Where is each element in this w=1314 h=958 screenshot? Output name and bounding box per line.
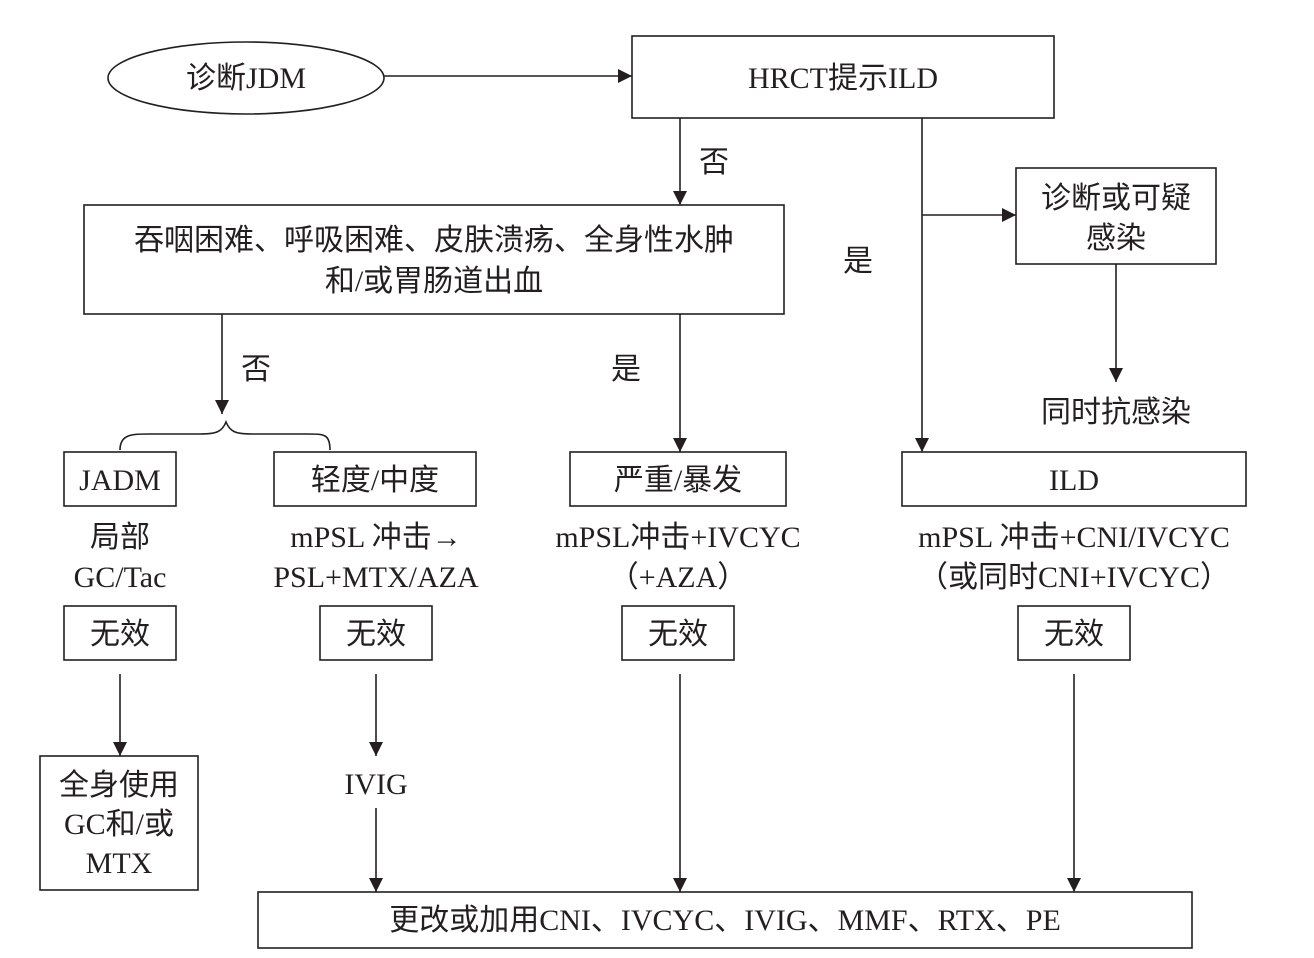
systemic-line-2: GC和/或 xyxy=(64,808,174,841)
mild-node: 轻度/中度 xyxy=(273,451,477,507)
infection-line-2: 感染 xyxy=(1086,222,1146,255)
jadm-label: JADM xyxy=(79,464,161,497)
symptoms-line-2: 和/或胃肠道出血 xyxy=(325,265,543,298)
jadm-treatment-line-1: 局部 xyxy=(90,521,150,554)
systemic-line-1: 全身使用 xyxy=(59,769,179,802)
final-node: 更改或加用CNI、IVCYC、IVIG、MMF、RTX、PE xyxy=(257,891,1193,949)
infection-line-1: 诊断或可疑 xyxy=(1041,182,1191,215)
connectors xyxy=(113,69,1123,892)
systemic-node: 全身使用 GC和/或 MTX xyxy=(39,755,199,891)
jadm-node: JADM xyxy=(63,451,177,507)
mild-treatment-line-2: PSL+MTX/AZA xyxy=(273,561,479,594)
jadm-ineffective-node: 无效 xyxy=(63,605,177,661)
severe-treatment-line-2: （+AZA） xyxy=(609,561,748,594)
severe-treatment-line-1: mPSL冲击+IVCYC xyxy=(555,521,800,554)
mild-label: 轻度/中度 xyxy=(311,464,439,497)
ild-label: ILD xyxy=(1049,464,1099,497)
edge-label-hrct-no: 否 xyxy=(699,146,729,179)
ild-treatment-line-2: （或同时CNI+IVCYC） xyxy=(918,561,1230,594)
edge-label-symptoms-yes: 是 xyxy=(611,353,641,386)
ild-treatment-line-1: mPSL 冲击+CNI/IVCYC xyxy=(918,521,1230,554)
severe-ineffective-label: 无效 xyxy=(648,618,708,651)
edge-label-symptoms-no: 否 xyxy=(241,353,271,386)
ivig-text: IVIG xyxy=(344,768,407,801)
systemic-line-3: MTX xyxy=(86,847,153,880)
jadm-ineffective-label: 无效 xyxy=(90,618,150,651)
brace-jadm-mild xyxy=(119,419,331,451)
ild-ineffective-label: 无效 xyxy=(1044,618,1104,651)
mild-ineffective-node: 无效 xyxy=(319,605,433,661)
jadm-treatment-line-2: GC/Tac xyxy=(74,561,167,594)
hrct-label: HRCT提示ILD xyxy=(748,62,938,95)
severe-node: 严重/暴发 xyxy=(569,451,787,507)
symptoms-node: 吞咽困难、呼吸困难、皮肤溃疡、全身性水肿 和/或胃肠道出血 xyxy=(83,204,785,315)
infection-node: 诊断或可疑 感染 xyxy=(1015,167,1217,265)
ild-ineffective-node: 无效 xyxy=(1017,605,1131,661)
ild-node: ILD xyxy=(901,451,1247,507)
hrct-node: HRCT提示ILD xyxy=(631,35,1055,119)
mild-treatment-line-1: mPSL 冲击→ xyxy=(290,521,461,554)
edge-label-hrct-yes: 是 xyxy=(843,245,873,278)
symptoms-line-1: 吞咽困难、呼吸困难、皮肤溃疡、全身性水肿 xyxy=(134,224,734,257)
severe-ineffective-node: 无效 xyxy=(621,605,735,661)
anti-infection-text: 同时抗感染 xyxy=(1041,396,1191,429)
final-label: 更改或加用CNI、IVCYC、IVIG、MMF、RTX、PE xyxy=(389,904,1061,937)
mild-ineffective-label: 无效 xyxy=(346,618,406,651)
severe-label: 严重/暴发 xyxy=(614,464,742,497)
start-node: 诊断JDM xyxy=(107,41,385,115)
start-label: 诊断JDM xyxy=(186,62,306,95)
